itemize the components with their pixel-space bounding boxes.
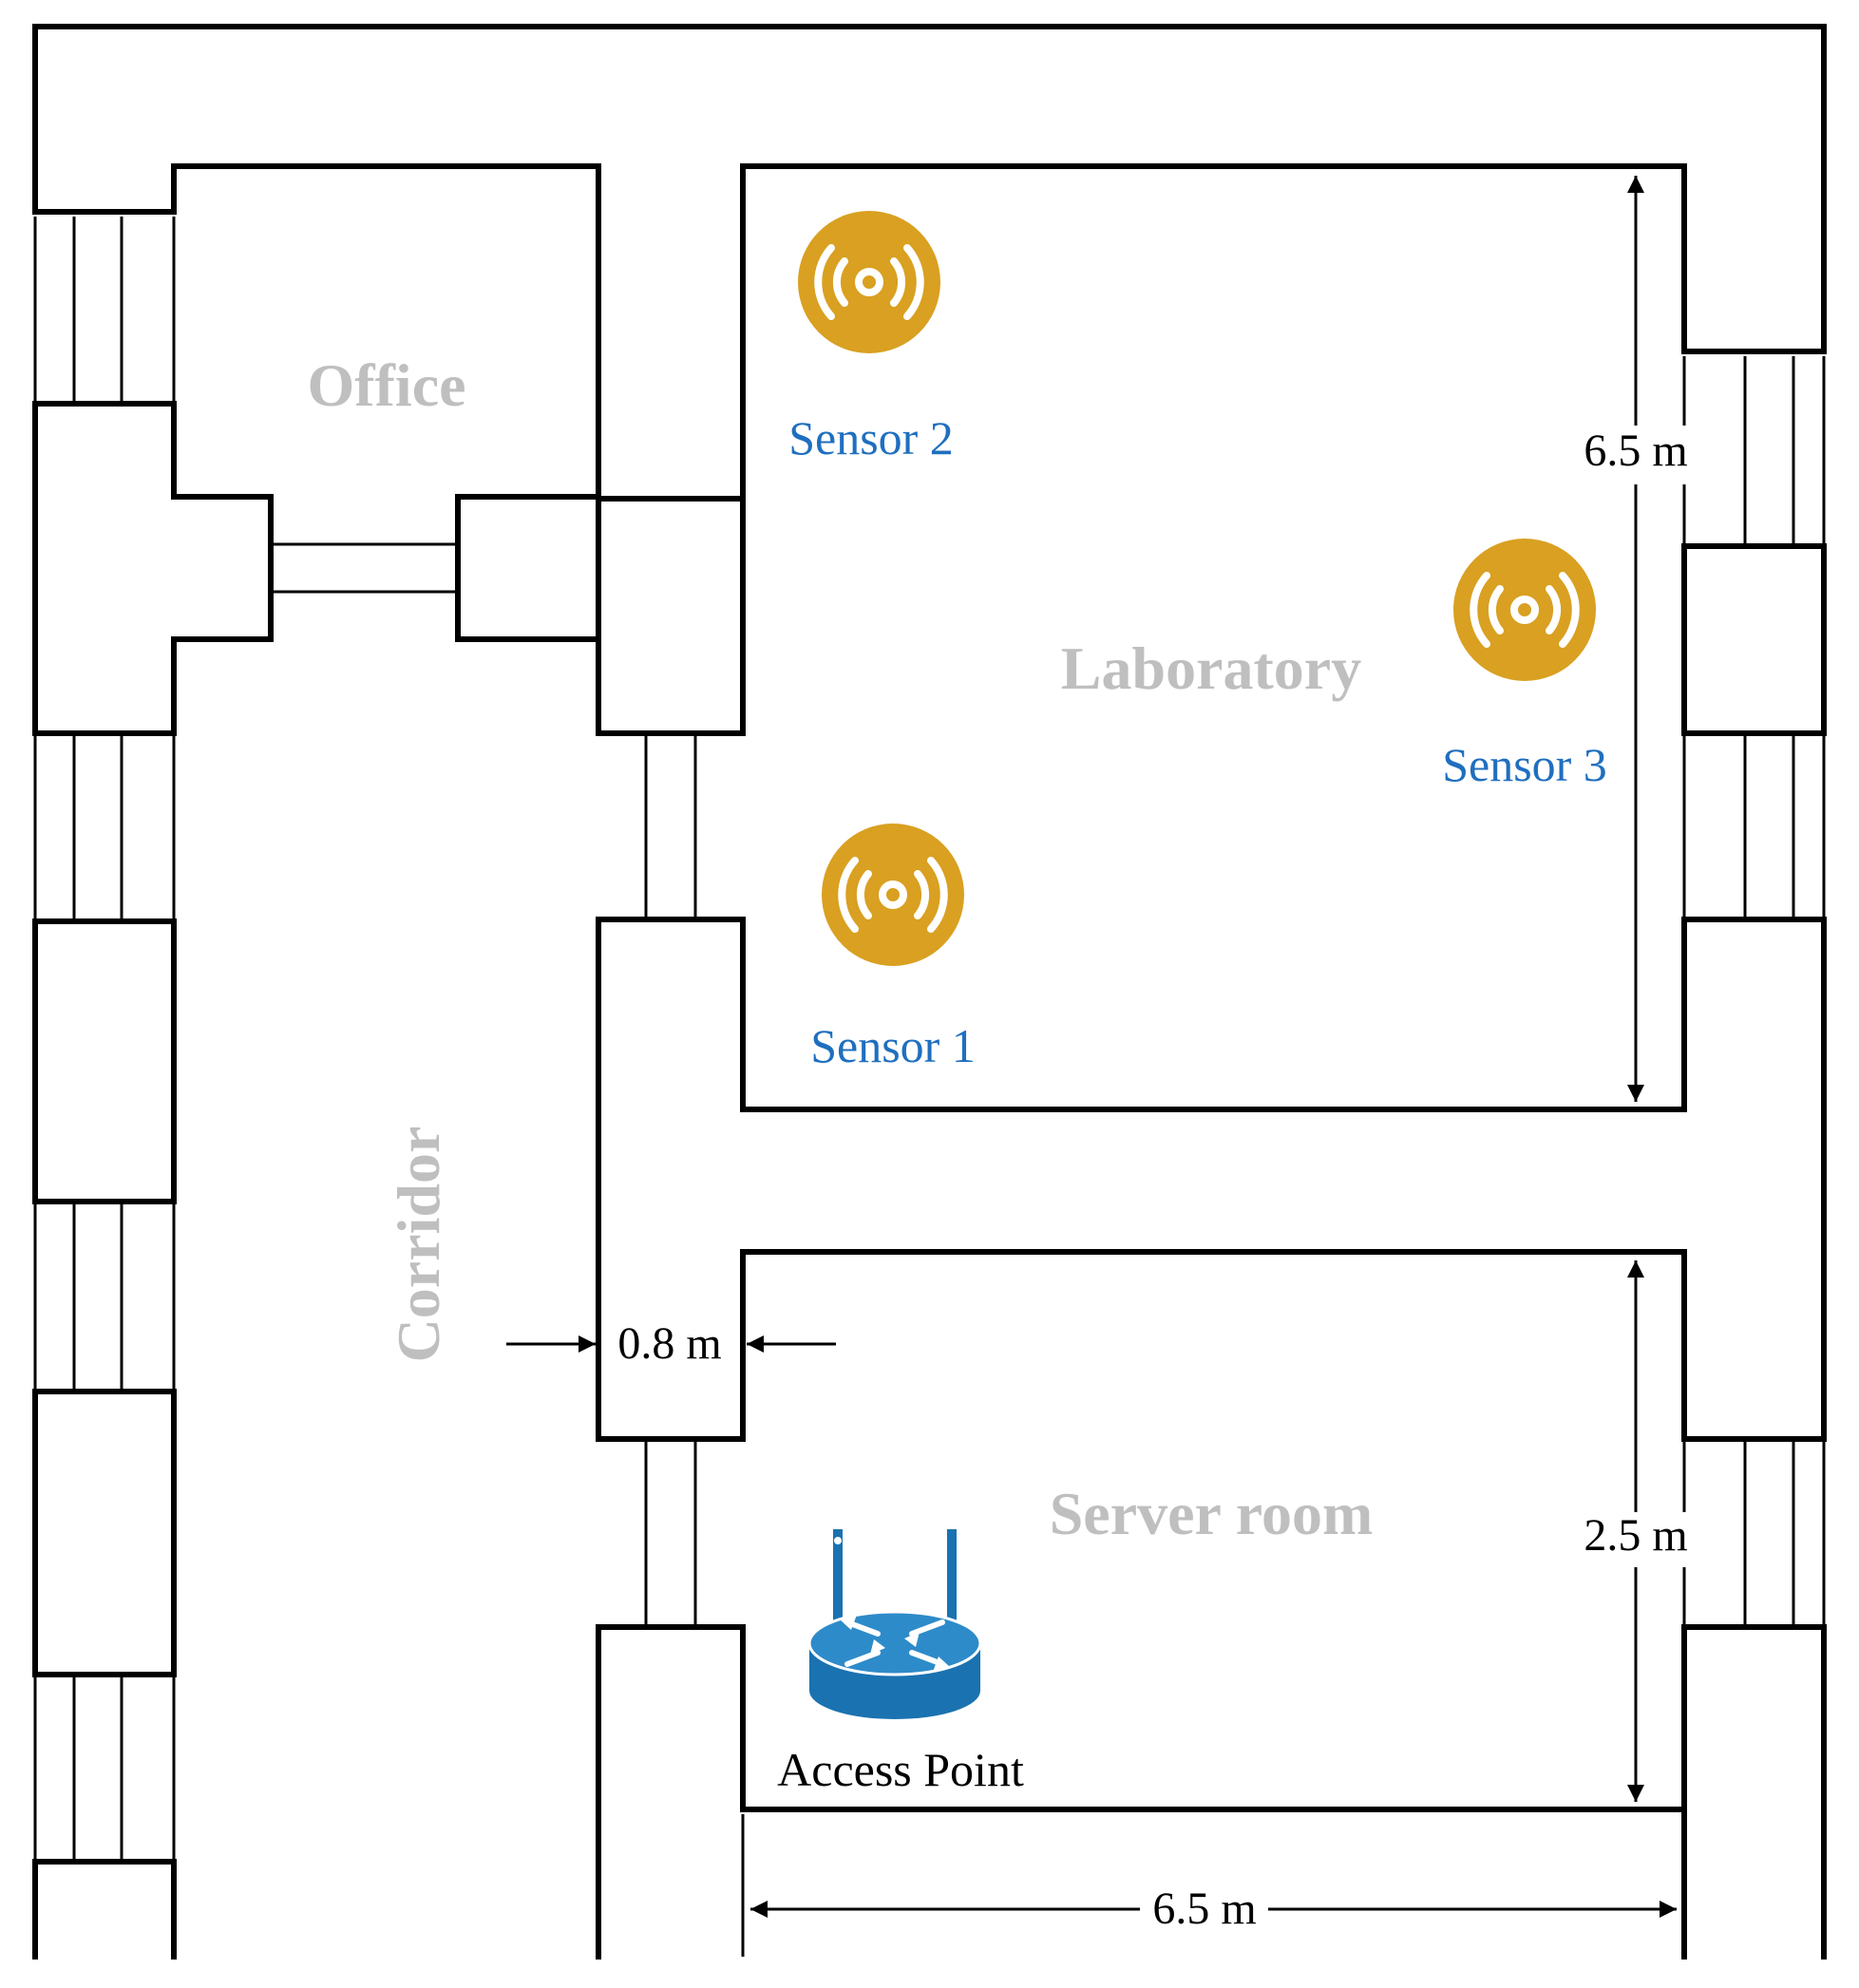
dimension-label-lab-height: 6.5 m	[1584, 426, 1687, 476]
access-point-label: Access Point	[777, 1743, 1024, 1796]
sensor-label: Sensor 2	[788, 411, 954, 464]
sensor-2: Sensor 2	[788, 211, 954, 464]
right-wall	[1681, 356, 1827, 1960]
wireless-sensor-icon	[1453, 539, 1596, 681]
sensor-label: Sensor 3	[1442, 738, 1607, 791]
left-wall	[32, 217, 274, 1960]
dimension-label-server-height: 2.5 m	[1584, 1510, 1687, 1561]
office-walls	[171, 494, 746, 736]
room-label-corridor: Corridor	[385, 1127, 452, 1363]
room-label-office: Office	[308, 351, 466, 419]
sensor-3: Sensor 3	[1442, 539, 1607, 791]
sensor-1: Sensor 1	[810, 824, 976, 1072]
outer-walls	[32, 24, 1827, 502]
wireless-sensor-icon	[798, 211, 940, 353]
room-label-server-room: Server room	[1050, 1480, 1374, 1547]
router-icon	[807, 1529, 982, 1719]
room-label-laboratory: Laboratory	[1061, 634, 1361, 702]
sensor-label: Sensor 1	[810, 1019, 976, 1072]
wireless-sensor-icon	[822, 824, 964, 966]
dimension-label-wall-thickness: 0.8 m	[617, 1318, 721, 1369]
dimension-label-room-width: 6.5 m	[1152, 1884, 1256, 1934]
access-point: Access Point	[777, 1529, 1024, 1796]
middle-wall	[596, 733, 1687, 1960]
dimension-room-width	[741, 1814, 1686, 1957]
